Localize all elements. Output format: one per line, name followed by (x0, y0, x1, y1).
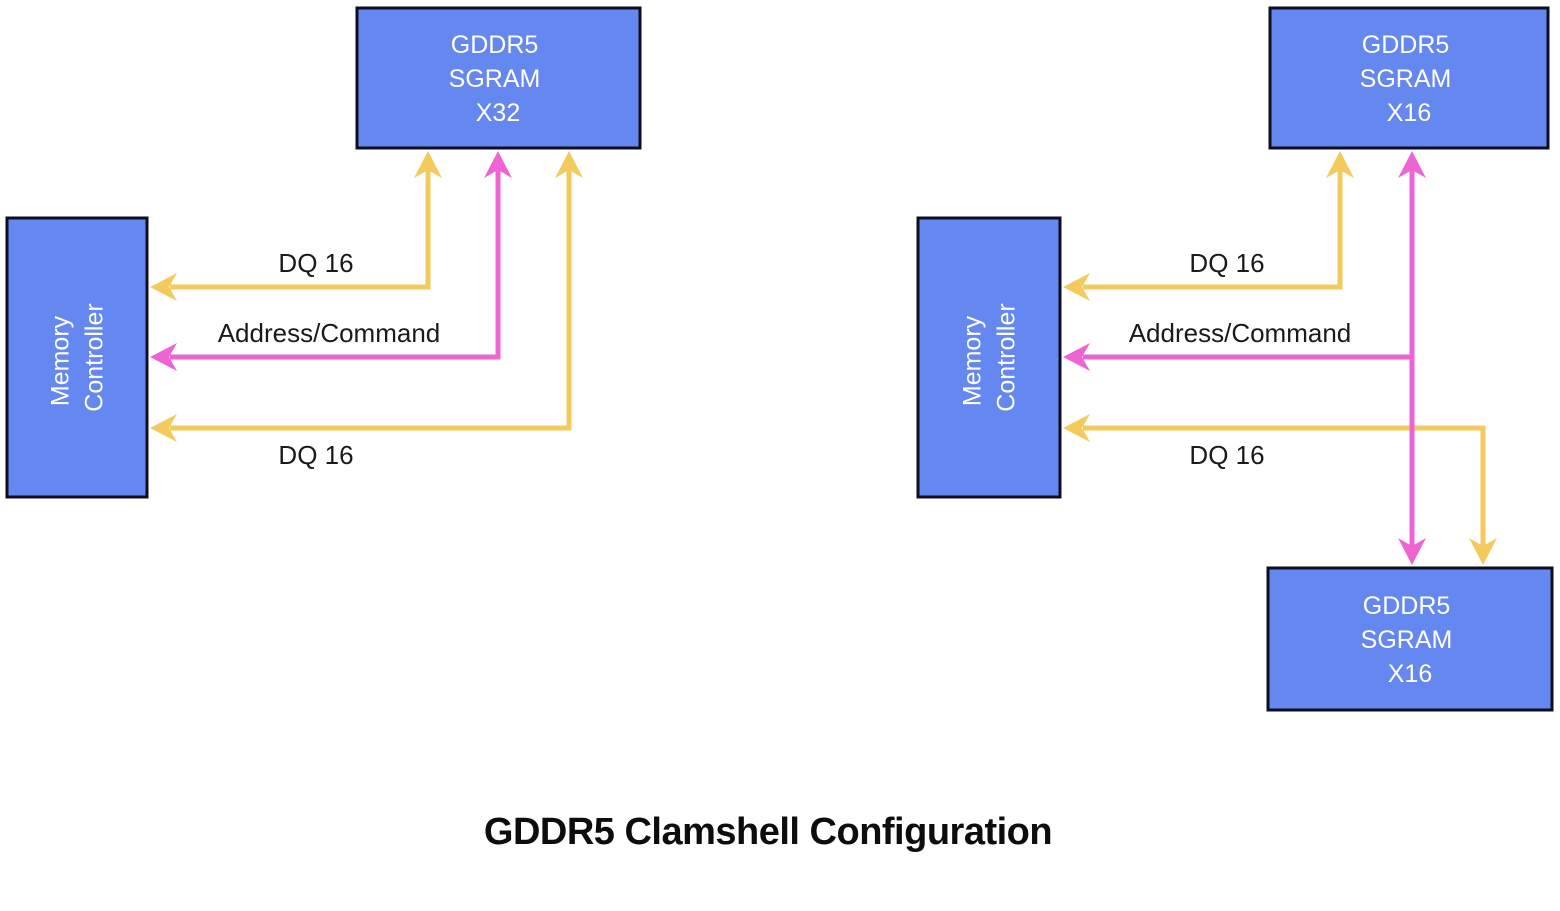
right-dq16-top-label: DQ 16 (1189, 248, 1264, 278)
arrowhead-up (484, 151, 512, 178)
arrowhead-left (150, 343, 177, 371)
right-sgram-x16-bottom-rect (1266, 566, 1554, 712)
right-memory-controller-box: Memory Controller (916, 216, 1062, 499)
box-text-line: SGRAM (1360, 65, 1452, 93)
left-address-command-label: Address/Command (218, 318, 441, 348)
box-text-line: Controller (993, 303, 1021, 411)
left-memory-controller-label: Memory Controller (47, 303, 109, 411)
left-sgram-x32-label: GDDR5 SGRAM X32 (449, 31, 548, 127)
box-text-line: X16 (1388, 660, 1432, 688)
right-sgram-x16-top-label: GDDR5 SGRAM X16 (1360, 31, 1459, 127)
right-address-command-label: Address/Command (1129, 318, 1352, 348)
left-diagram: DQ 16 Address/Command DQ 16 GDDR5 SGRAM … (5, 6, 642, 499)
box-text-line: GDDR5 (1362, 31, 1450, 59)
box-text-line: Memory (959, 315, 987, 406)
arrowhead-up (1398, 151, 1426, 178)
arrowhead-left (1063, 343, 1090, 371)
left-dq16-top-arrow (150, 151, 442, 301)
left-dq16-top-label: DQ 16 (278, 248, 353, 278)
right-sgram-x16-bottom-box: GDDR5 SGRAM X16 (1266, 566, 1554, 712)
box-text-line: SGRAM (449, 65, 541, 93)
diagram-title: GDDR5 Clamshell Configuration (484, 811, 1052, 853)
left-sgram-x32-box: GDDR5 SGRAM X32 (355, 6, 642, 150)
arrowhead-up (414, 151, 442, 178)
left-dq16-bottom-label: DQ 16 (278, 440, 353, 470)
box-text-line: GDDR5 (1363, 592, 1451, 620)
left-dq16-bottom-wire (170, 170, 572, 431)
box-text-line: SGRAM (1361, 626, 1453, 654)
right-dq16-bottom-arrow (1063, 414, 1497, 565)
box-text-line: Memory (47, 315, 75, 406)
left-memory-controller-rect (5, 216, 149, 499)
left-address-command-wire (170, 170, 501, 360)
right-sgram-x16-top-rect (1268, 6, 1550, 150)
right-sgram-x16-top-box: GDDR5 SGRAM X16 (1268, 6, 1550, 150)
box-text-line: X32 (476, 99, 520, 127)
right-dq16-bottom-label: DQ 16 (1189, 440, 1264, 470)
right-dq16-top-arrow (1063, 151, 1354, 301)
right-dq16-top-wire (1083, 170, 1343, 290)
arrowhead-up (555, 151, 583, 178)
arrowhead-left (150, 414, 177, 442)
right-diagram: DQ 16 Address/Command DQ 16 GDDR5 SGRAM … (916, 6, 1554, 712)
right-address-command-arrow (1063, 151, 1426, 565)
left-address-command-arrow (150, 151, 512, 371)
left-dq16-bottom-arrow (150, 151, 583, 442)
arrowhead-left (1063, 414, 1090, 442)
left-memory-controller-box: Memory Controller (5, 216, 149, 499)
arrowhead-down (1398, 538, 1426, 565)
arrowhead-left (1063, 273, 1090, 301)
right-sgram-x16-bottom-label: GDDR5 SGRAM X16 (1361, 592, 1460, 688)
right-dq16-bottom-wire (1083, 425, 1486, 546)
left-dq16-top-wire (170, 170, 431, 290)
right-memory-controller-label: Memory Controller (959, 303, 1021, 411)
box-text-line: Controller (81, 303, 109, 411)
arrowhead-down (1469, 538, 1497, 565)
box-text-line: GDDR5 (451, 31, 539, 59)
right-memory-controller-rect (916, 216, 1062, 499)
arrowhead-left (150, 273, 177, 301)
arrowhead-up (1326, 151, 1354, 178)
box-text-line: X16 (1387, 99, 1431, 127)
left-sgram-x32-rect (355, 6, 642, 150)
